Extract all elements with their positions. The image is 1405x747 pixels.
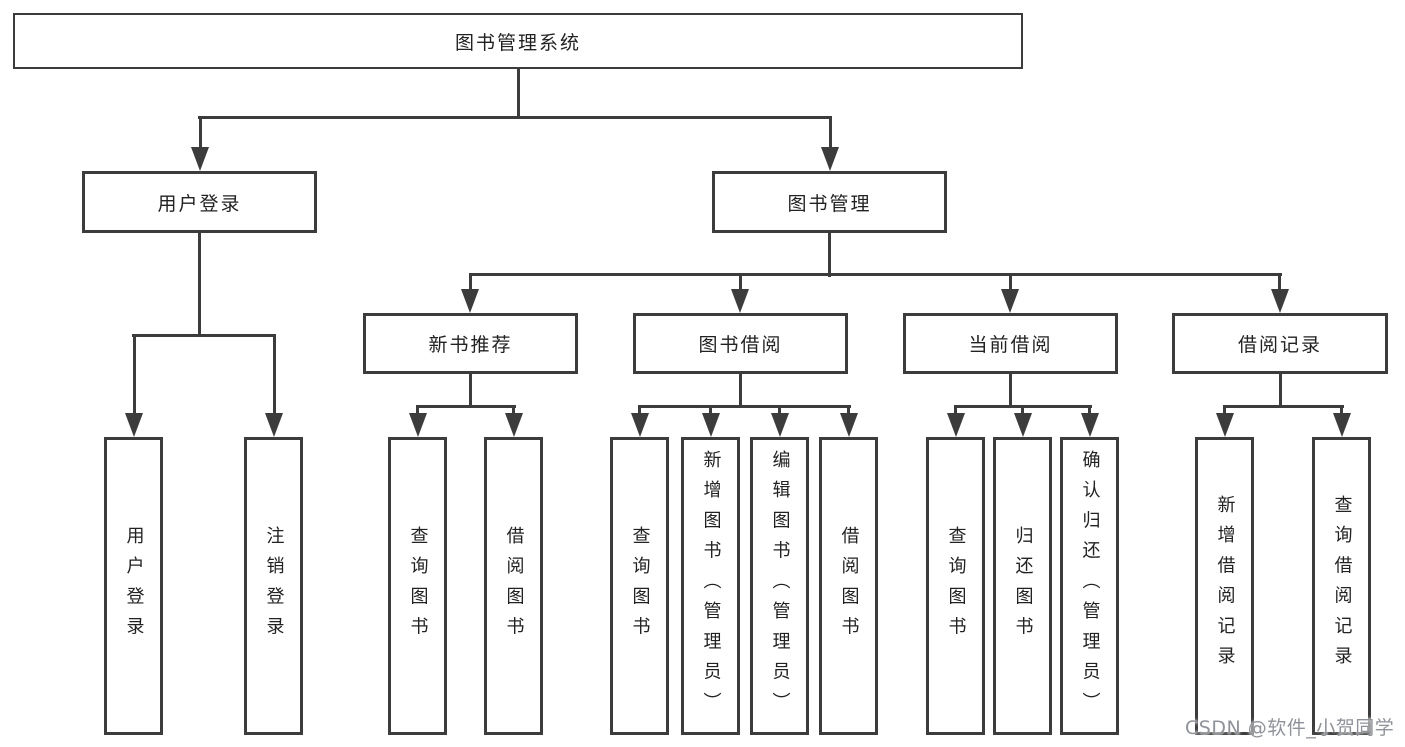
node-book-borrow-label: 图书借阅 (698, 334, 783, 356)
connector-borrow-fork (638, 405, 851, 408)
connector-drop-leaf (954, 405, 957, 417)
node-book-management-label: 图书管理 (787, 192, 872, 215)
connector-book-management-stub (828, 233, 831, 277)
node-book-borrow: 图书借阅 (633, 313, 848, 374)
arrow-into-leaf (1081, 413, 1099, 437)
node-root: 图书管理系统 (13, 13, 1023, 69)
node-borrow-records: 借阅记录 (1172, 313, 1388, 374)
leaf-recommend-query-books: 查询图书 (388, 437, 447, 735)
arrow-into-leaf (702, 413, 720, 437)
connector-drop-borrow-records (1278, 273, 1281, 295)
leaf-label: 查询图书 (629, 525, 651, 647)
arrow-into-current-borrow (1001, 289, 1019, 313)
connector-drop-leaf (512, 405, 515, 417)
connector-drop-leaf (778, 405, 781, 417)
csdn-watermark: CSDN @软件_小贺同学 (1185, 717, 1395, 739)
leaf-records-query-record: 查询借阅记录 (1312, 437, 1371, 735)
leaf-borrow-borrow-books: 借阅图书 (819, 437, 878, 735)
arrow-into-logout-leaf (265, 413, 283, 437)
leaf-label: 新增借阅记录 (1214, 495, 1236, 677)
connector-drop-leaf (1340, 405, 1343, 417)
leaf-borrow-edit-books-admin: 编辑图书（管理员） (750, 437, 809, 735)
leaf-label: 借阅图书 (503, 525, 525, 647)
leaf-label: 查询借阅记录 (1331, 495, 1353, 677)
node-user-login: 用户登录 (82, 171, 317, 233)
connector-records-stub (1279, 374, 1282, 408)
connector-borrow-stub (739, 374, 742, 408)
connector-drop-book-management (829, 116, 832, 152)
leaf-label: 归还图书 (1012, 525, 1034, 647)
arrow-into-leaf (771, 413, 789, 437)
connector-root-stub (517, 69, 520, 119)
leaf-current-confirm-return-admin: 确认归还（管理员） (1060, 437, 1119, 735)
leaf-logout: 注销登录 (244, 437, 303, 735)
connector-drop-user-login (199, 116, 202, 152)
arrow-into-leaf (1333, 413, 1351, 437)
node-borrow-records-label: 借阅记录 (1237, 334, 1322, 356)
connector-recommend-fork (416, 405, 516, 408)
connector-current-stub (1009, 374, 1012, 408)
leaf-records-add-record: 新增借阅记录 (1195, 437, 1254, 735)
connector-drop-current-borrow (1009, 273, 1012, 295)
arrow-into-book-borrow (731, 289, 749, 313)
connector-drop-leaf (847, 405, 850, 417)
leaf-label: 确认归还（管理员） (1079, 449, 1101, 723)
leaf-label: 注销登录 (263, 525, 285, 647)
leaf-label: 用户登录 (123, 525, 145, 647)
leaf-label: 查询图书 (407, 525, 429, 647)
connector-user-login-fork (132, 334, 275, 337)
connector-drop-login-leaf (133, 334, 136, 416)
leaf-user-login: 用户登录 (104, 437, 163, 735)
leaf-recommend-borrow-books: 借阅图书 (484, 437, 543, 735)
arrow-into-leaf (631, 413, 649, 437)
node-root-label: 图书管理系统 (454, 31, 581, 54)
arrow-into-leaf (840, 413, 858, 437)
arrow-into-book-management (821, 147, 839, 171)
connector-drop-leaf (416, 405, 419, 417)
leaf-borrow-add-books-admin: 新增图书（管理员） (681, 437, 740, 735)
arrow-into-leaf (1216, 413, 1234, 437)
connector-records-fork (1223, 405, 1344, 408)
connector-drop-leaf (1223, 405, 1226, 417)
node-book-management: 图书管理 (712, 171, 947, 233)
connector-drop-leaf (638, 405, 641, 417)
arrow-into-leaf (409, 413, 427, 437)
leaf-current-return-books: 归还图书 (993, 437, 1052, 735)
connector-drop-logout-leaf (273, 334, 276, 416)
leaf-current-query-books: 查询图书 (926, 437, 985, 735)
arrow-into-user-login (191, 147, 209, 171)
arrow-into-login-leaf (125, 413, 143, 437)
connector-drop-leaf (1088, 405, 1091, 417)
arrow-into-leaf (1014, 413, 1032, 437)
arrow-into-borrow-records (1271, 289, 1289, 313)
arrow-into-leaf (505, 413, 523, 437)
node-current-borrow: 当前借阅 (903, 313, 1118, 374)
connector-drop-book-borrow (739, 273, 742, 295)
connector-drop-new-book-recommend (469, 273, 472, 295)
node-current-borrow-label: 当前借阅 (968, 334, 1053, 356)
node-new-book-recommend: 新书推荐 (363, 313, 578, 374)
arrow-into-leaf (947, 413, 965, 437)
node-user-login-label: 用户登录 (157, 192, 242, 215)
connector-level1-horizontal (198, 116, 832, 119)
connector-recommend-stub (469, 374, 472, 408)
connector-level3-horizontal (469, 273, 1282, 276)
connector-user-login-stub (198, 233, 201, 337)
leaf-label: 新增图书（管理员） (700, 449, 722, 723)
node-new-book-recommend-label: 新书推荐 (428, 334, 513, 356)
leaf-borrow-query-books: 查询图书 (610, 437, 669, 735)
arrow-into-new-book-recommend (461, 289, 479, 313)
connector-drop-leaf (1021, 405, 1024, 417)
leaf-label: 编辑图书（管理员） (769, 449, 791, 723)
connector-drop-leaf (709, 405, 712, 417)
leaf-label: 借阅图书 (838, 525, 860, 647)
leaf-label: 查询图书 (945, 525, 967, 647)
